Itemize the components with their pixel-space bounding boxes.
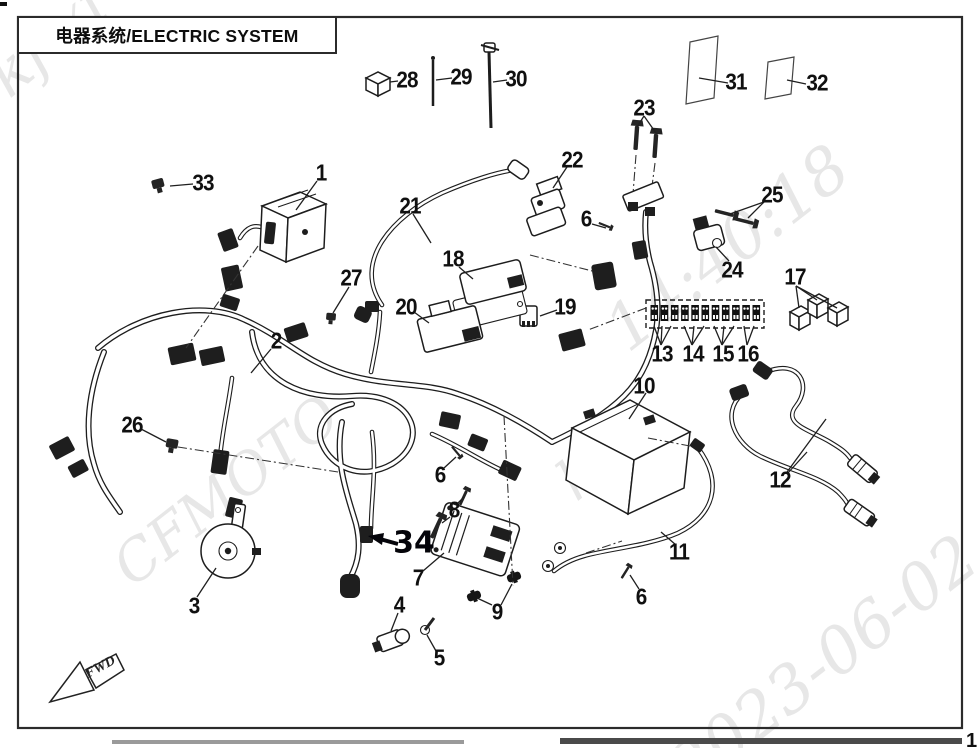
sticker-32-drawing [764, 56, 795, 100]
battery-cable-drawing [541, 438, 713, 581]
callout-31: 31 [725, 68, 747, 95]
fwd-arrow: FWD [48, 652, 125, 704]
ecu-drawing [217, 189, 328, 292]
page-title: 电器系统/ELECTRIC SYSTEM [55, 25, 299, 46]
callout-5: 5 [433, 644, 446, 671]
callout-17: 17 [784, 263, 806, 290]
callout-26: 26 [121, 411, 143, 438]
callout-25: 25 [761, 181, 783, 208]
sensor-4-drawing [371, 617, 436, 653]
bracket-23-drawing [622, 119, 665, 216]
callout-1: 1 [315, 159, 328, 186]
fuse-icon [650, 305, 659, 321]
callout-21: 21 [399, 192, 421, 219]
callout-6: 6 [580, 205, 593, 232]
callout-8: 8 [448, 496, 461, 523]
wiring-harness-drawing [49, 212, 658, 598]
callout-3: 3 [188, 592, 201, 619]
sensor-24-drawing [692, 205, 760, 252]
callout-19: 19 [554, 293, 576, 320]
fuse-icon [742, 305, 750, 321]
callout-22: 22 [561, 146, 583, 173]
fuse-icon [681, 305, 689, 321]
callout-20: 20 [395, 293, 417, 320]
callout-2: 2 [270, 327, 283, 354]
fuse-icon [660, 305, 669, 321]
callout-7: 7 [412, 564, 425, 591]
small-hardware-drawing [150, 42, 614, 473]
cropped-text-artifact [112, 738, 962, 744]
ignition-switch-22-drawing [526, 175, 567, 237]
module-20-drawing [416, 299, 484, 353]
fuse-icon [701, 305, 710, 321]
fuse-icon [752, 305, 761, 321]
fuse-row-drawing [587, 299, 765, 331]
oxygen-sensor-drawing [728, 361, 881, 528]
fuse-icon [691, 305, 699, 321]
callout-11: 11 [668, 538, 690, 565]
callout-6: 6 [635, 583, 648, 610]
rectifier-drawing [426, 254, 597, 605]
title-box [17, 16, 337, 54]
callout-23: 23 [633, 94, 655, 121]
callout-30: 30 [505, 65, 527, 92]
callout-33: 33 [192, 169, 214, 196]
sticker-31-drawing [685, 35, 719, 105]
fuse-icon [732, 305, 740, 321]
fuse-icon [670, 305, 679, 321]
callout-24: 24 [721, 256, 743, 283]
callout-18: 18 [442, 245, 464, 272]
relays-17-drawing [788, 293, 850, 332]
callout-28: 28 [396, 66, 418, 93]
callout-13: 13 [651, 340, 673, 367]
fuse-icon [711, 305, 720, 321]
callout-10: 10 [633, 372, 655, 399]
page-border [16, 15, 964, 730]
leader-lines [140, 77, 838, 652]
callout-32: 32 [806, 69, 828, 96]
callout-9: 9 [491, 598, 504, 625]
callout-6: 6 [434, 461, 447, 488]
battery-drawing [565, 399, 692, 516]
fuse-icon [721, 305, 730, 321]
callout-34-highlight: 34 [393, 525, 435, 561]
page-number-fragment: 1 [966, 730, 978, 748]
callout-4: 4 [393, 591, 406, 618]
callout-12: 12 [769, 466, 791, 493]
callout-27: 27 [340, 264, 362, 291]
handlebar-cable-drawing [372, 159, 530, 305]
corner-artifact [0, 2, 7, 6]
callout-34-arrow [368, 533, 399, 546]
callout-29: 29 [450, 63, 472, 90]
horn-drawing [200, 502, 261, 579]
callout-14: 14 [682, 340, 704, 367]
callout-15: 15 [712, 340, 734, 367]
callout-16: 16 [737, 340, 759, 367]
